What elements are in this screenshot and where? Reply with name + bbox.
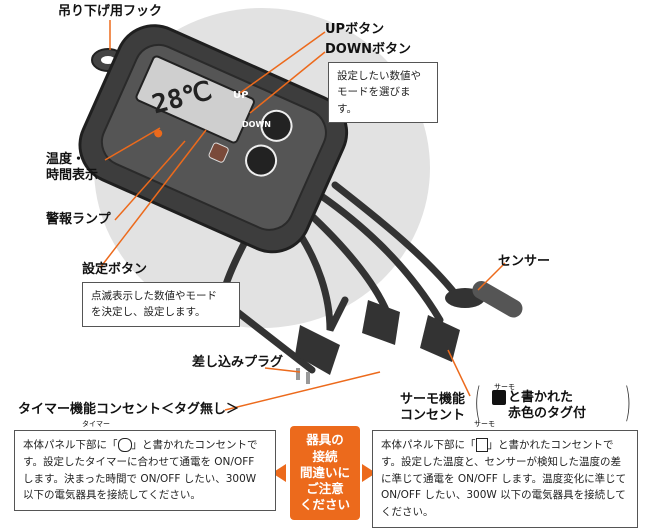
- label-alarm-lamp: 警報ランプ: [46, 212, 111, 227]
- bracket-right: ): [624, 380, 632, 426]
- timer-desc-post: 」と書かれたコンセントです。設定したタイマーに合わせて通電を ON/OFF しま…: [23, 439, 258, 502]
- label-hook: 吊り下げ用フック: [58, 4, 163, 19]
- device-body: [78, 24, 349, 254]
- timer-desc-pre: 本体パネル下部に「: [23, 439, 118, 451]
- plug-main: [295, 325, 340, 375]
- thermo-icon: [475, 438, 488, 452]
- thermo-desc-pre: 本体パネル下部に「: [381, 439, 476, 451]
- up-label: UP: [233, 90, 248, 101]
- label-timer-outlet: タイマー機能コンセント＜タグ無し＞: [18, 402, 240, 417]
- warning-box: 器具の 接続 間違いに ご注意 ください: [290, 426, 360, 520]
- label-thermo-outlet: サーモ機能 コンセント: [400, 392, 466, 424]
- alarm-lamp: [154, 129, 163, 138]
- leader-lines: [99, 20, 506, 411]
- label-display: 温度・ 時間表示: [46, 152, 99, 184]
- plug-timer: [362, 300, 400, 345]
- timer-ruby: タイマー: [82, 420, 110, 428]
- thermo-tag-icon: [492, 390, 506, 405]
- label-up: UPボタン: [325, 22, 385, 37]
- note-updown: 設定したい数値や モードを選びます。: [328, 62, 438, 123]
- label-sensor: センサー: [498, 254, 551, 269]
- up-button: [260, 109, 293, 142]
- label-down: DOWNボタン: [325, 42, 412, 57]
- down-label: DOWN: [242, 120, 271, 129]
- lcd-screen: [135, 55, 255, 144]
- thermo-tag-ruby: サーモ: [494, 383, 515, 391]
- label-thermo-tag: と書かれた 赤色のタグ付: [508, 390, 587, 422]
- sensor-probe: [472, 281, 523, 318]
- timer-icon: [117, 438, 132, 452]
- plug-thermo: [420, 315, 460, 362]
- label-set-button: 設定ボタン: [82, 262, 148, 277]
- thermo-ruby: サーモ: [474, 420, 495, 428]
- arrow-left: [272, 464, 286, 482]
- hook-hole: [101, 56, 115, 64]
- set-button: [208, 142, 229, 163]
- label-plug: 差し込みプラグ: [192, 355, 284, 370]
- thermo-desc-post: 」と書かれたコンセントです。設定した温度と、センサーが検知した温度の差に準じて通…: [381, 439, 627, 519]
- arrow-right: [362, 464, 376, 482]
- timer-description: 本体パネル下部に「」と書かれたコンセントです。設定したタイマーに合わせて通電を …: [14, 430, 276, 512]
- note-set: 点滅表示した数値やモード を決定し、設定します。: [82, 282, 240, 327]
- down-button: [245, 144, 278, 177]
- warning-text: 器具の 接続 間違いに ご注意 ください: [299, 432, 350, 513]
- bracket-left: (: [474, 380, 482, 426]
- thermo-description: 本体パネル下部に「」と書かれたコンセントです。設定した温度と、センサーが検知した…: [372, 430, 638, 528]
